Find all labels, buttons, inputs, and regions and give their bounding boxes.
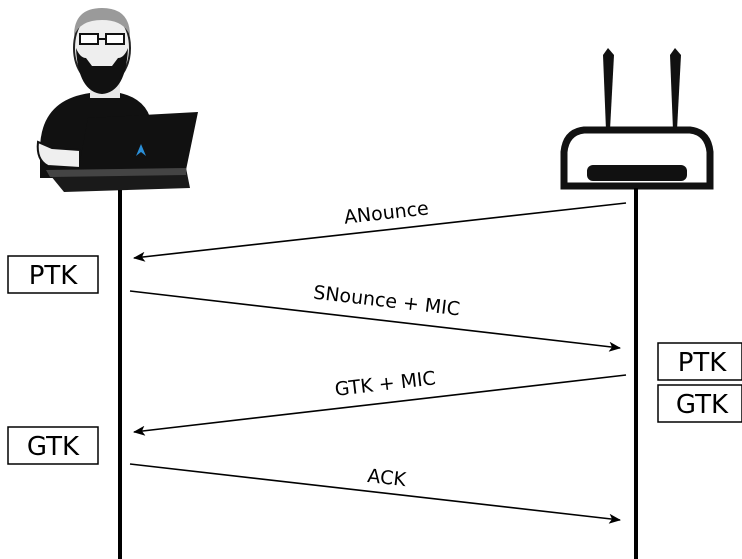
ap-gtk-box: GTK <box>657 384 742 423</box>
laptop-icon <box>46 112 198 192</box>
message-ack: ACK <box>129 463 621 524</box>
client-gtk-box: GTK <box>7 426 99 465</box>
message-label: ACK <box>366 465 407 491</box>
key-label: GTK <box>676 390 729 420</box>
client-person-icon <box>36 8 152 178</box>
laptop-logo-icon <box>136 144 146 156</box>
message-snounce-mic: SNounce + MIC <box>129 282 621 352</box>
router-icon <box>560 48 714 190</box>
message-gtk-mic: GTK + MIC <box>133 367 627 436</box>
key-label: PTK <box>678 348 728 378</box>
client-ptk-box: PTK <box>7 255 99 294</box>
message-anounce: ANounce <box>133 197 627 262</box>
ap-ptk-box: PTK <box>657 342 742 381</box>
message-label: GTK + MIC <box>334 367 437 401</box>
message-label: ANounce <box>343 197 430 228</box>
key-label: GTK <box>27 432 80 462</box>
key-label: PTK <box>29 261 79 291</box>
